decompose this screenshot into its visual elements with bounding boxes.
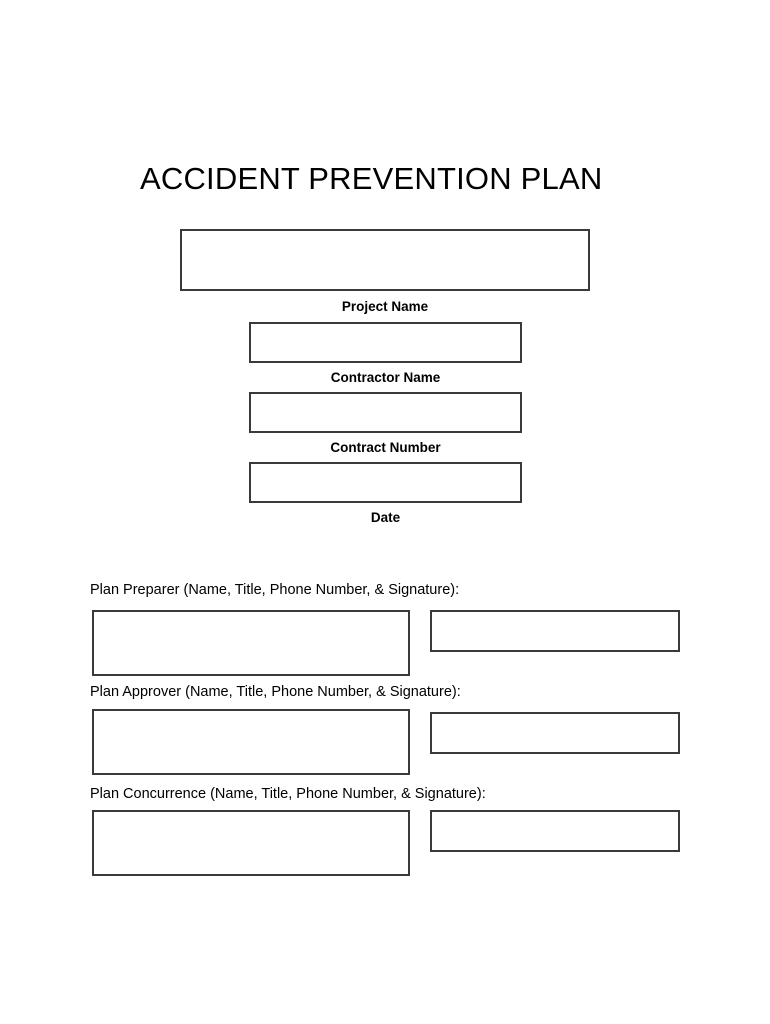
project-name-field[interactable] <box>180 229 590 291</box>
date-label: Date <box>370 510 401 525</box>
plan-approver-signature-field[interactable] <box>430 712 680 754</box>
plan-concurrence-label: Plan Concurrence (Name, Title, Phone Num… <box>90 786 486 802</box>
plan-approver-label: Plan Approver (Name, Title, Phone Number… <box>90 684 461 700</box>
plan-preparer-signature-field[interactable] <box>430 610 680 652</box>
plan-concurrence-signature-field[interactable] <box>430 810 680 852</box>
plan-concurrence-details-field[interactable] <box>92 810 410 876</box>
contractor-name-label: Contractor Name <box>330 370 441 385</box>
contract-number-label: Contract Number <box>330 440 441 455</box>
plan-approver-details-field[interactable] <box>92 709 410 775</box>
contractor-name-field[interactable] <box>249 322 522 363</box>
project-name-label: Project Name <box>341 299 429 314</box>
date-field[interactable] <box>249 462 522 503</box>
plan-preparer-details-field[interactable] <box>92 610 410 676</box>
page-title: ACCIDENT PREVENTION PLAN <box>140 161 603 196</box>
plan-preparer-label: Plan Preparer (Name, Title, Phone Number… <box>90 582 460 598</box>
contract-number-field[interactable] <box>249 392 522 433</box>
